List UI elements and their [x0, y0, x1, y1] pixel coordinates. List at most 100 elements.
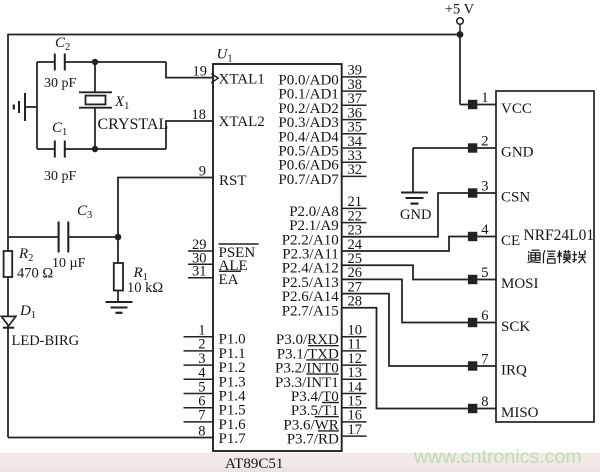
svg-text:P0.4/AD4: P0.4/AD4: [278, 129, 339, 145]
svg-text:IRQ: IRQ: [501, 362, 527, 378]
svg-text:4: 4: [198, 365, 206, 381]
svg-text:VCC: VCC: [501, 101, 532, 117]
svg-text:31: 31: [192, 264, 207, 280]
svg-text:PSEN: PSEN: [219, 245, 256, 261]
svg-text:6: 6: [198, 394, 205, 410]
svg-text:P0.3/AD3: P0.3/AD3: [278, 115, 338, 131]
svg-text:P2.4/A12: P2.4/A12: [282, 261, 339, 277]
svg-text:GND: GND: [400, 207, 431, 223]
svg-text:P1.1: P1.1: [219, 346, 246, 362]
svg-text:35: 35: [348, 120, 363, 136]
svg-text:P1.6: P1.6: [219, 417, 247, 433]
svg-text:30 pF: 30 pF: [44, 76, 77, 91]
svg-text:7: 7: [481, 352, 488, 368]
svg-text:P3.6/WR: P3.6/WR: [283, 417, 338, 433]
svg-text:P1.0: P1.0: [219, 332, 246, 348]
svg-text:38: 38: [348, 77, 363, 93]
svg-text:17: 17: [348, 422, 363, 438]
svg-text:32: 32: [348, 162, 363, 178]
svg-text:13: 13: [348, 365, 363, 381]
svg-text:25: 25: [348, 251, 363, 267]
svg-text:10 µF: 10 µF: [52, 256, 86, 271]
svg-text:23: 23: [348, 223, 363, 239]
svg-text:CE: CE: [501, 233, 520, 249]
svg-text:P1.7: P1.7: [219, 431, 247, 447]
svg-text:9: 9: [199, 164, 206, 180]
svg-text:XTAL1: XTAL1: [219, 71, 265, 87]
svg-text:P2.3/A11: P2.3/A11: [282, 247, 339, 263]
svg-text:XTAL2: XTAL2: [219, 114, 265, 130]
svg-text:19: 19: [193, 64, 208, 80]
svg-text:CSN: CSN: [501, 189, 530, 205]
svg-text:10 kΩ: 10 kΩ: [127, 280, 163, 296]
svg-text:AT89C51: AT89C51: [225, 456, 283, 472]
svg-text:P1.4: P1.4: [219, 389, 247, 405]
svg-text:18: 18: [192, 107, 207, 123]
svg-text:P1.3: P1.3: [219, 374, 246, 390]
svg-text:15: 15: [348, 394, 363, 410]
svg-text:P2.1/A9: P2.1/A9: [289, 218, 339, 234]
svg-text:8: 8: [481, 394, 488, 410]
svg-text:EA: EA: [219, 272, 239, 288]
svg-text:28: 28: [348, 294, 363, 310]
svg-text:GND: GND: [501, 144, 534, 160]
svg-text:6: 6: [481, 308, 488, 324]
svg-text:37: 37: [348, 91, 363, 107]
svg-text:3: 3: [481, 179, 488, 195]
svg-text:P0.0/AD0: P0.0/AD0: [278, 72, 338, 88]
svg-text:1: 1: [198, 323, 205, 339]
svg-text:P2.0/A8: P2.0/A8: [289, 204, 339, 220]
svg-text:7: 7: [198, 408, 205, 424]
svg-text:14: 14: [348, 379, 363, 395]
svg-text:2: 2: [481, 134, 488, 150]
svg-text:8: 8: [198, 423, 205, 439]
svg-text:33: 33: [348, 148, 363, 164]
svg-text:P1.2: P1.2: [219, 360, 246, 376]
svg-text:MOSI: MOSI: [501, 276, 539, 292]
svg-text:P2.2/A10: P2.2/A10: [282, 232, 339, 248]
svg-text:29: 29: [192, 237, 207, 253]
svg-text:36: 36: [348, 105, 363, 121]
svg-text:10: 10: [348, 323, 363, 339]
svg-text:P2.5/A13: P2.5/A13: [282, 275, 339, 291]
svg-text:470 Ω: 470 Ω: [17, 266, 53, 282]
svg-text:P3.2/INT0: P3.2/INT0: [275, 361, 339, 377]
svg-text:21: 21: [348, 194, 363, 210]
svg-text:RST: RST: [219, 173, 247, 189]
svg-text:P2.6/A14: P2.6/A14: [282, 289, 340, 305]
svg-text:16: 16: [348, 408, 363, 424]
svg-text:1: 1: [481, 90, 488, 106]
svg-text:34: 34: [348, 134, 363, 150]
svg-text:www.cntronics.com: www.cntronics.com: [413, 446, 582, 468]
svg-text:P3.1/TXD: P3.1/TXD: [277, 346, 339, 362]
svg-text:22: 22: [348, 208, 363, 224]
svg-text:2: 2: [198, 337, 205, 353]
svg-text:27: 27: [348, 279, 363, 295]
svg-text:P0.5/AD5: P0.5/AD5: [278, 144, 338, 160]
svg-text:30 pF: 30 pF: [44, 169, 77, 184]
svg-text:5: 5: [198, 379, 205, 395]
svg-text:12: 12: [348, 351, 363, 367]
svg-text:4: 4: [481, 222, 489, 238]
svg-text:P3.7/RD: P3.7/RD: [287, 432, 339, 448]
svg-text:P1.5: P1.5: [219, 403, 246, 419]
svg-text:24: 24: [348, 237, 363, 253]
svg-text:P0.6/AD6: P0.6/AD6: [278, 158, 339, 174]
svg-text:P0.2/AD2: P0.2/AD2: [278, 101, 338, 117]
svg-text:MISO: MISO: [501, 405, 539, 421]
svg-text:SCK: SCK: [501, 319, 530, 335]
svg-text:ALE: ALE: [219, 258, 248, 274]
svg-text:11: 11: [348, 337, 362, 353]
svg-text:NRF24L01: NRF24L01: [524, 227, 595, 244]
svg-text:P3.4/T0: P3.4/T0: [291, 389, 339, 405]
svg-text:3: 3: [198, 351, 205, 367]
svg-text:5: 5: [481, 265, 488, 281]
svg-text:P2.7/A15: P2.7/A15: [282, 303, 339, 319]
svg-text:P3.0/RXD: P3.0/RXD: [276, 332, 339, 348]
svg-text:26: 26: [348, 265, 363, 281]
svg-text:30: 30: [192, 250, 207, 266]
svg-text:+5 V: +5 V: [445, 2, 475, 18]
svg-text:P3.5/T1: P3.5/T1: [291, 403, 339, 419]
svg-text:P3.3/INT1: P3.3/INT1: [275, 375, 339, 391]
svg-text:CRYSTAL: CRYSTAL: [98, 116, 169, 133]
